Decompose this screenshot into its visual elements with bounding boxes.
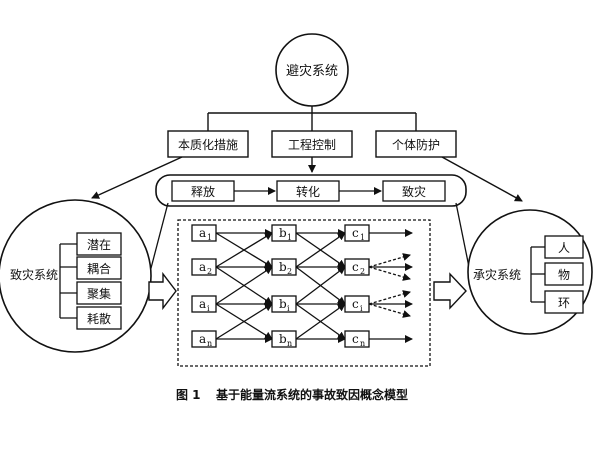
node-subscript: i (287, 304, 290, 313)
flow-out-dashed-line (368, 303, 411, 318)
measure-arrows (91, 156, 523, 202)
node-subscript: n (207, 339, 212, 348)
node-label: a (199, 332, 206, 346)
measure-label: 个体防护 (392, 137, 440, 152)
node-label: c (352, 332, 359, 346)
flow-out-dashed-line (368, 290, 411, 305)
node-label: a (199, 226, 206, 240)
flow-line-a-b (215, 303, 273, 340)
caption-figure-number: 图 1 (176, 388, 201, 402)
flow-out-dashed-line (368, 266, 411, 281)
energy-process-bar: 释放 转化 致灾 (155, 174, 467, 207)
energy-network-frame (177, 219, 431, 367)
process-release-label: 释放 (191, 184, 215, 199)
top-connector (207, 106, 417, 131)
flow-line-b-c (295, 232, 346, 268)
node-subscript: 2 (287, 267, 292, 276)
victim-item-environment: 环 (558, 296, 570, 310)
node-label: b (279, 226, 287, 240)
avoidance-system-node: 避灾系统 (275, 33, 349, 107)
caption-title: 基于能量流系统的事故致因概念模型 (215, 387, 408, 402)
node-label: a (199, 297, 206, 311)
node-subscript: n (360, 339, 365, 348)
hazard-system: 致灾系统 潜在 耦合 聚集 耗散 (0, 199, 152, 353)
flow-line-a-b (215, 232, 273, 268)
node-label: c (352, 260, 359, 274)
avoidance-system-label: 避灾系统 (286, 63, 338, 79)
flow-line-b-c (295, 303, 346, 340)
energy-flow-lines (215, 229, 413, 343)
measure-label: 工程控制 (288, 137, 336, 152)
node-label: b (279, 297, 287, 311)
victim-system: 承灾系统 人 物 环 (467, 209, 593, 335)
node-subscript: i (207, 304, 210, 313)
flow-out-dashed-line (368, 253, 411, 268)
hazard-to-network-arrow (148, 271, 177, 311)
process-disaster-label: 致灾 (402, 184, 426, 199)
figure-caption: 图 1 基于能量流系统的事故致因概念模型 (176, 387, 408, 402)
node-subscript: i (360, 304, 363, 313)
node-subscript: 1 (207, 233, 212, 242)
hazard-item-coupling: 耦合 (87, 261, 111, 276)
victim-system-label: 承灾系统 (473, 267, 521, 282)
measure-label: 本质化措施 (178, 138, 238, 152)
network-to-victim-arrow (433, 272, 467, 310)
node-label: a (199, 260, 206, 274)
victim-item-object: 物 (558, 268, 570, 282)
node-label: b (279, 260, 287, 274)
measure-box-personal: 个体防护 (375, 130, 457, 158)
flow-line-b-c (295, 266, 346, 305)
node-label: c (352, 226, 359, 240)
node-subscript: 1 (360, 233, 365, 242)
process-to-network-lines (149, 202, 471, 273)
node-label: b (279, 332, 287, 346)
measure-box-engineering: 工程控制 (271, 130, 353, 158)
hazard-item-dissipation: 耗散 (87, 311, 111, 326)
node-subscript: 2 (207, 267, 212, 276)
measure-box-intrinsic: 本质化措施 (167, 130, 249, 158)
node-subscript: 1 (287, 233, 292, 242)
node-subscript: n (287, 339, 292, 348)
victim-item-human: 人 (558, 241, 570, 255)
node-label: c (352, 297, 359, 311)
flow-line-a-b (215, 266, 273, 305)
hazard-item-aggregation: 聚集 (87, 286, 111, 301)
node-subscript: 2 (360, 267, 365, 276)
hazard-system-label: 致灾系统 (10, 267, 58, 282)
process-transform-label: 转化 (296, 184, 320, 199)
hazard-item-potential: 潜在 (87, 238, 111, 252)
